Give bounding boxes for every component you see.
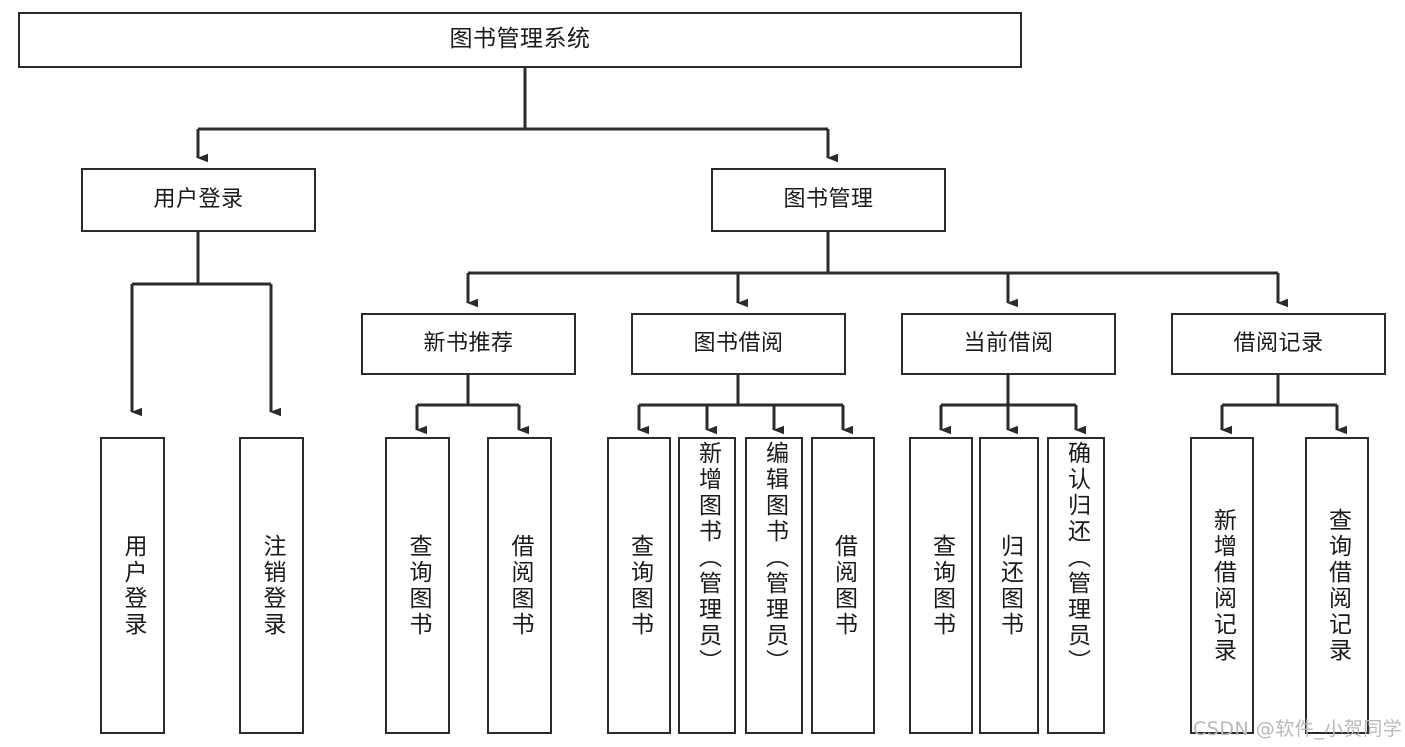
leaf-query-book-recommend[interactable]: 查询图书 [385, 437, 450, 734]
node-label: 查询借阅记录 [1324, 507, 1351, 664]
leaf-logout[interactable]: 注销登录 [239, 437, 304, 734]
node-label: 借阅图书 [830, 533, 857, 638]
node-label: 借阅记录 [1233, 331, 1324, 357]
leaf-user-login[interactable]: 用户登录 [100, 437, 165, 734]
node-current-borrow[interactable]: 当前借阅 [901, 313, 1116, 375]
leaf-add-borrow-record[interactable]: 新增借阅记录 [1190, 437, 1254, 734]
node-label: 确认归还（管理员） [1063, 441, 1090, 675]
leaf-add-book-admin[interactable]: 新增图书（管理员） [678, 437, 736, 734]
node-label: 新增图书（管理员） [694, 441, 721, 675]
node-label: 图书借阅 [693, 331, 784, 357]
node-borrow-record[interactable]: 借阅记录 [1171, 313, 1386, 375]
node-label: 新增借阅记录 [1209, 507, 1236, 664]
node-book-management[interactable]: 图书管理 [711, 168, 946, 232]
node-new-book-recommend[interactable]: 新书推荐 [361, 313, 576, 375]
node-user-login[interactable]: 用户登录 [81, 168, 316, 232]
leaf-return-book[interactable]: 归还图书 [979, 437, 1039, 734]
leaf-edit-book-admin[interactable]: 编辑图书（管理员） [745, 437, 803, 734]
node-label: 查询图书 [626, 533, 653, 638]
node-label: 编辑图书（管理员） [761, 441, 788, 675]
node-label: 查询图书 [928, 533, 955, 638]
leaf-borrow-book[interactable]: 借阅图书 [811, 437, 875, 734]
node-label: 注销登录 [259, 533, 285, 638]
node-label: 用户登录 [120, 533, 146, 638]
node-label: 归还图书 [996, 533, 1023, 638]
node-label: 新书推荐 [423, 331, 514, 357]
node-label: 图书管理系统 [449, 26, 591, 53]
node-label: 借阅图书 [507, 533, 533, 638]
leaf-query-book-borrow[interactable]: 查询图书 [607, 437, 671, 734]
node-root-system[interactable]: 图书管理系统 [18, 12, 1022, 68]
node-label: 查询图书 [405, 533, 431, 638]
csdn-watermark: CSDN @软件_小贺同学 [1193, 718, 1403, 740]
node-label: 当前借阅 [963, 331, 1054, 357]
leaf-query-book-current[interactable]: 查询图书 [909, 437, 973, 734]
node-label: 图书管理 [783, 187, 874, 213]
node-book-borrow[interactable]: 图书借阅 [631, 313, 846, 375]
leaf-query-borrow-record[interactable]: 查询借阅记录 [1305, 437, 1369, 734]
leaf-confirm-return-admin[interactable]: 确认归还（管理员） [1047, 437, 1105, 734]
leaf-borrow-book-recommend[interactable]: 借阅图书 [487, 437, 552, 734]
node-label: 用户登录 [153, 187, 244, 213]
